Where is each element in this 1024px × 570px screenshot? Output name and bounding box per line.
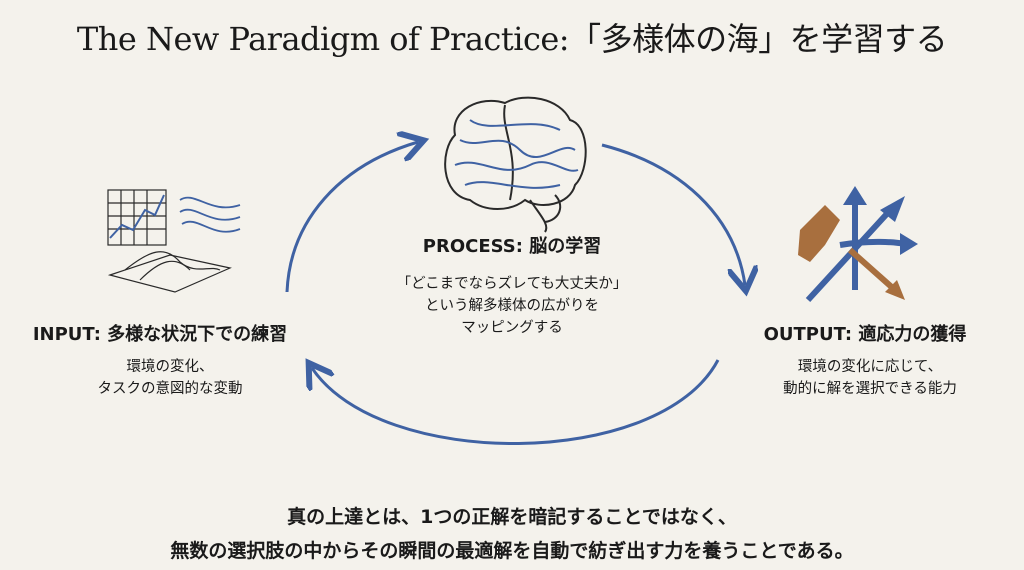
output-desc-line: 動的に解を選択できる能力	[783, 381, 957, 397]
process-desc-line: という解多様体の広がりを	[425, 298, 599, 314]
arrow-process-to-output	[601, 143, 745, 285]
input-description: 環境の変化、 タスクの意図的な変動	[40, 356, 300, 400]
process-desc-line: 「どこまでならズレても大丈夫か」	[396, 276, 628, 292]
process-description: 「どこまでならズレても大丈夫か」 という解多様体の広がりを マッピングする	[312, 273, 712, 339]
page-title: The New Paradigm of Practice:「多様体の海」を学習す…	[76, 20, 948, 58]
process-label: PROCESS: 脳の学習	[422, 236, 602, 257]
adaptive-paths-icon	[798, 186, 918, 303]
arrow-output-to-input	[312, 360, 720, 445]
brain-icon	[444, 96, 587, 233]
output-label: OUTPUT: 適応力の獲得	[763, 324, 967, 345]
process-desc-line: マッピングする	[461, 320, 563, 336]
conclusion-text: 真の上達とは、1つの正解を暗記することではなく、 無数の選択肢の中からその瞬間の…	[0, 500, 1024, 568]
output-description: 環境の変化に応じて、 動的に解を選択できる能力	[720, 356, 1020, 400]
input-desc-line: 環境の変化、	[126, 359, 214, 375]
input-label: INPUT: 多様な状況下での練習	[32, 324, 288, 345]
data-variation-icon	[107, 189, 241, 293]
arrow-input-to-process	[285, 142, 418, 293]
conclusion-line: 無数の選択肢の中からその瞬間の最適解を自動で紡ぎ出す力を養うことである。	[170, 540, 854, 562]
conclusion-line: 真の上達とは、1つの正解を暗記することではなく、	[287, 506, 737, 528]
input-desc-line: タスクの意図的な変動	[97, 381, 243, 397]
output-desc-line: 環境の変化に応じて、	[797, 359, 943, 375]
